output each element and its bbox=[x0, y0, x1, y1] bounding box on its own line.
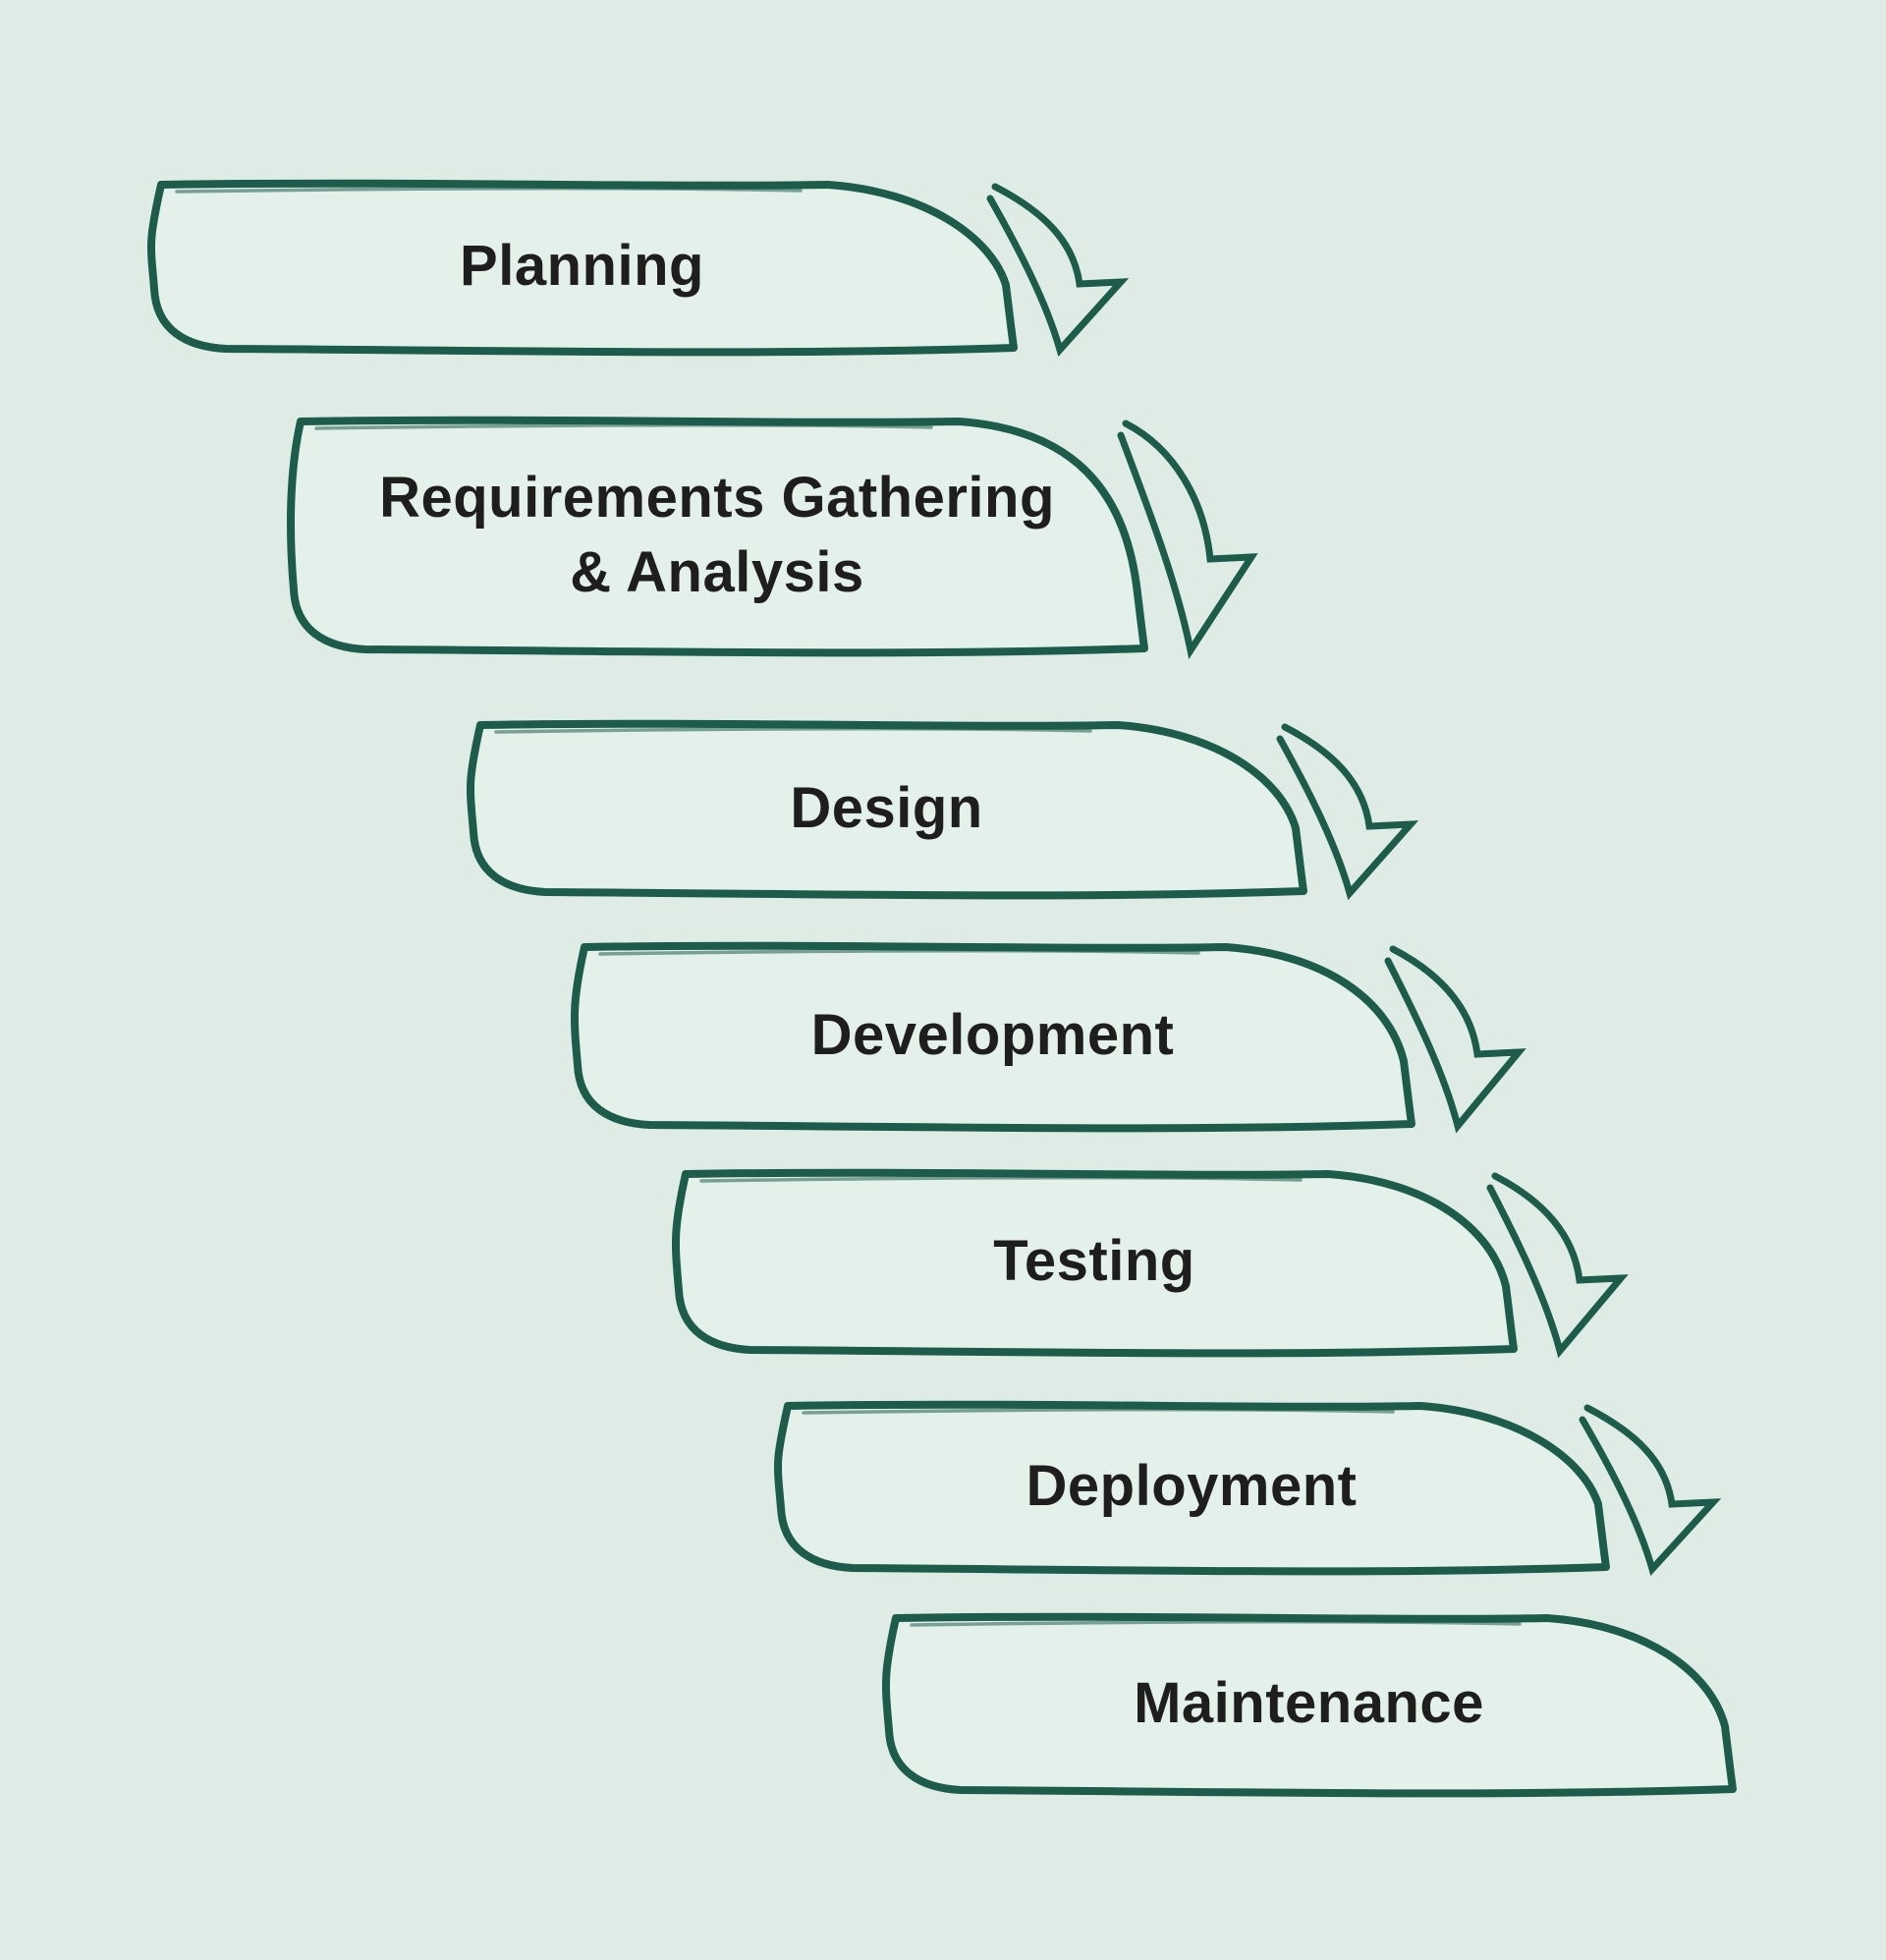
flow-arrow-icon-6 bbox=[1579, 1404, 1722, 1576]
flow-arrow-icon-2 bbox=[1117, 420, 1258, 660]
stage-box-development bbox=[570, 941, 1415, 1133]
stage-box-testing-overdraw bbox=[699, 1175, 1303, 1183]
stage-box-deployment bbox=[774, 1400, 1610, 1576]
flow-arrow-icon-5 bbox=[1486, 1172, 1629, 1359]
stage-box-design bbox=[467, 719, 1307, 900]
stage-box-maintenance bbox=[882, 1612, 1737, 1798]
flow-arrow-icon-1 bbox=[986, 183, 1130, 358]
flow-arrow-icon-4 bbox=[1384, 945, 1526, 1134]
stage-box-planning bbox=[147, 179, 1018, 357]
stage-box-design-overdraw bbox=[494, 726, 1092, 734]
stage-box-development-overdraw bbox=[598, 948, 1200, 956]
stage-box-requirements-overdraw bbox=[314, 422, 933, 430]
stage-box-planning-overdraw bbox=[175, 186, 803, 194]
stage-box-testing bbox=[672, 1168, 1518, 1358]
flow-arrow-icon-3 bbox=[1276, 723, 1419, 901]
stage-box-maintenance-overdraw bbox=[910, 1619, 1522, 1627]
stage-box-requirements bbox=[286, 416, 1148, 657]
stage-box-deployment-overdraw bbox=[802, 1407, 1395, 1415]
